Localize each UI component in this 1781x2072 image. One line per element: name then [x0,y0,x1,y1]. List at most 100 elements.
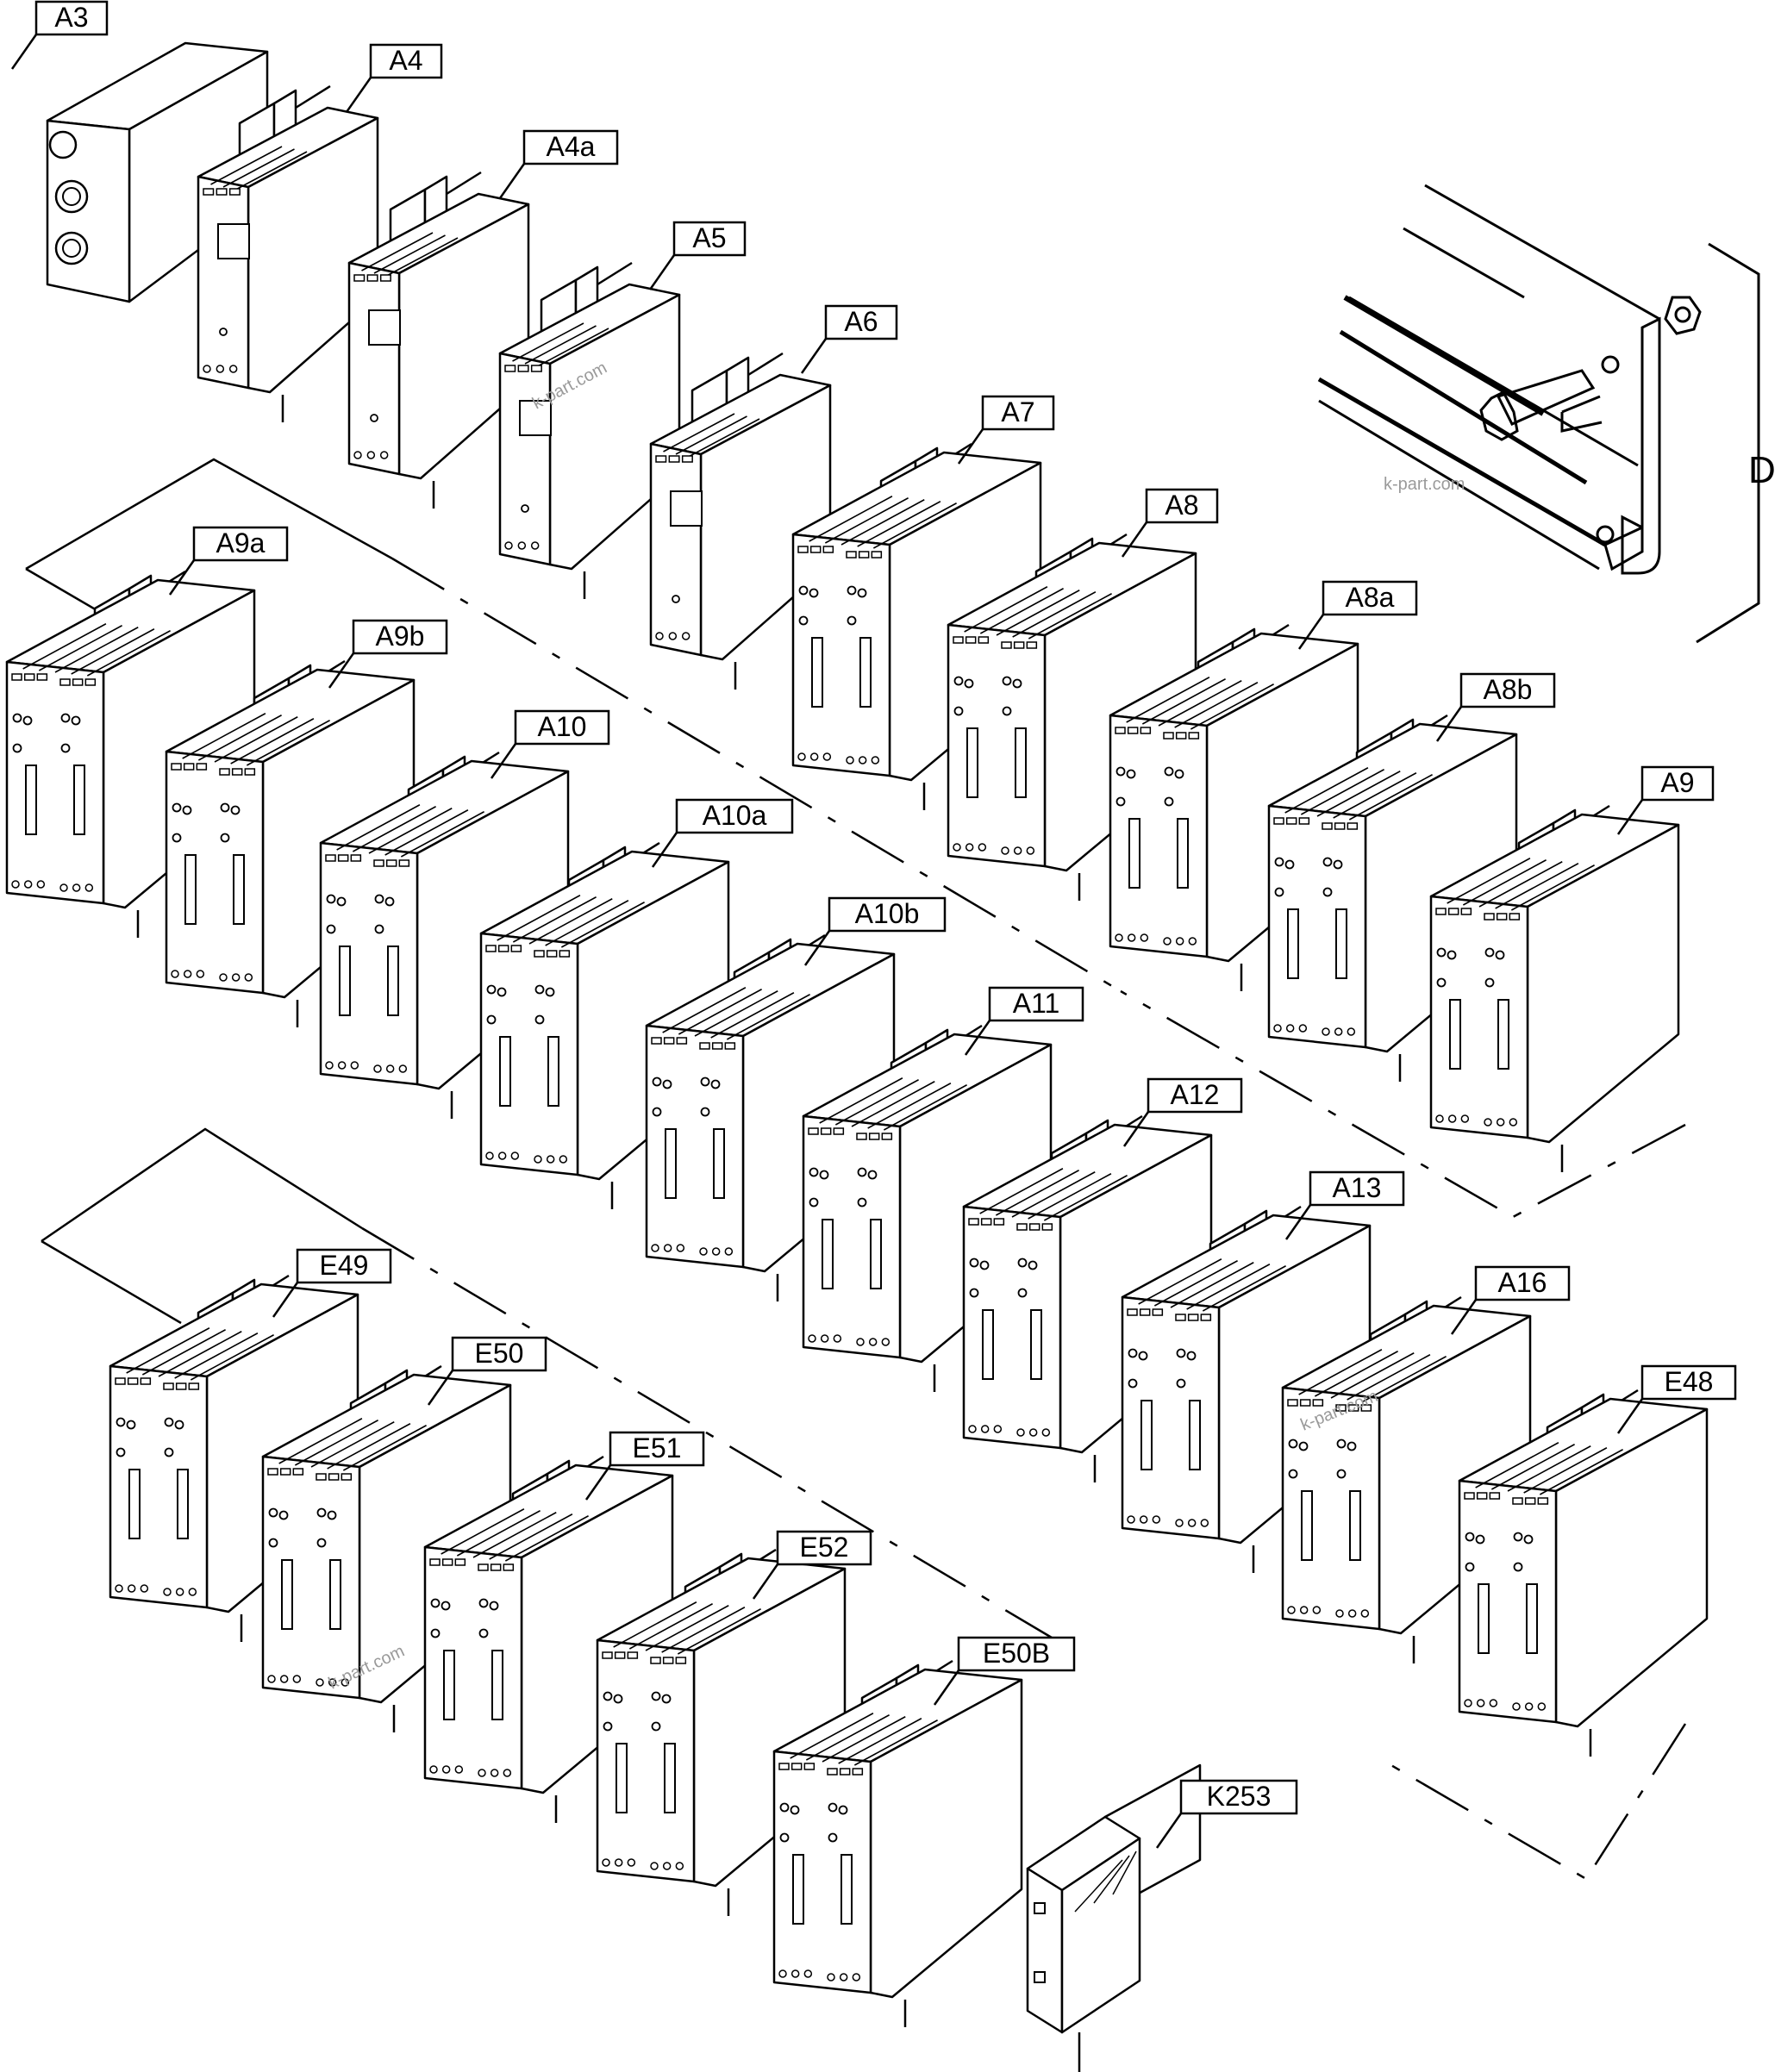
hex-nut-hole [1674,306,1691,323]
module-a4a: A4a [347,129,619,509]
part-label-text: A9b [376,621,425,652]
bracket-tab [1560,395,1603,433]
rail-line [1339,329,1588,485]
part-label-text: A10a [703,800,767,831]
part-label: E48 [1616,1364,1737,1434]
leader-line [427,1370,454,1406]
leader-line [345,77,372,113]
leader-line [933,1669,960,1706]
rail-detail-label: D [1748,449,1776,491]
leader-line [957,428,984,465]
part-label-text: A11 [1013,988,1060,1019]
leader-line [800,338,828,374]
part-label-text: A6 [844,306,878,337]
leader-line [584,1464,612,1501]
module-k253: K253 [1026,1763,1298,2072]
bracket-plate [1621,316,1661,575]
part-label-text: E49 [320,1250,369,1281]
part-label: A8 [1121,488,1219,558]
hex-bolt [1496,369,1596,426]
part-label: A10 [490,709,610,779]
leader-line [1297,614,1325,650]
part-label: A9 [1616,765,1715,835]
part-label: E50B [933,1636,1076,1706]
part-label: K253 [1155,1779,1298,1849]
part-label-text: A16 [1498,1267,1547,1298]
leader-line [964,1020,991,1056]
part-label-text: A8a [1346,582,1395,613]
leader-line [803,930,831,966]
part-label-text: A13 [1333,1172,1382,1203]
part-label: A16 [1450,1265,1571,1335]
leader-line [1616,1398,1644,1434]
part-label: A9a [168,526,289,596]
leader-line [498,163,526,199]
part-label: A11 [964,986,1084,1056]
part-label: A9b [328,619,448,689]
part-label-text: E52 [800,1532,849,1563]
part-label: A6 [800,304,898,374]
module-e48: E48 [1458,1364,1737,1757]
module-a4: A4 [197,43,443,422]
part-label-text: A10 [538,711,587,742]
leader-line [752,1563,779,1600]
part-label-text: A7 [1001,396,1034,428]
hex-nut [1664,296,1702,335]
leader-line [1284,1204,1312,1240]
leader-line [10,34,38,70]
part-label-text: E50 [475,1338,524,1369]
leader-line [1435,706,1463,742]
part-label: E51 [584,1431,705,1501]
rail-line [1343,295,1545,416]
part-label-text: A3 [54,2,88,33]
part-label-text: A12 [1171,1079,1220,1110]
part-label-text: A9 [1660,767,1694,798]
module-a5: A5 [498,221,747,599]
part-label: A4 [345,43,443,113]
leader-line [1616,799,1644,835]
part-label: E50 [427,1336,547,1406]
leader-line [1121,521,1148,558]
part-label-text: E51 [633,1432,682,1464]
part-label: A12 [1122,1077,1243,1147]
bracket-flange [1603,525,1644,571]
module-e50b: E50B [772,1636,1076,2027]
part-label: E52 [752,1530,872,1600]
part-label-text: A4 [389,45,422,76]
module-a10b: A10b [645,896,947,1301]
leader-line [651,832,678,868]
part-label: A8b [1435,672,1556,742]
part-label-text: A8b [1484,674,1533,705]
leader-line [1450,1299,1478,1335]
bolt-head [1479,390,1519,441]
rail-line [1403,227,1525,299]
leader-line [648,254,676,290]
part-label: A10b [803,896,947,966]
rail-mount-detail [1317,184,1760,644]
part-label: A13 [1284,1170,1405,1240]
part-label-text: E48 [1665,1366,1714,1397]
dimension-bracket [1696,242,1760,644]
leader-line [490,743,517,779]
part-label-text: A10b [855,898,920,929]
part-label-text: A5 [692,222,726,253]
part-label: A4a [498,129,619,199]
rail-outlines [25,458,1687,1881]
part-label: E49 [272,1248,392,1318]
part-label: A7 [957,395,1055,465]
bolt-hole [1596,525,1615,544]
module-a9: A9 [1429,765,1715,1172]
leader-line [328,652,355,689]
part-label: A5 [648,221,747,290]
leader-line [1122,1111,1150,1147]
leader-line [168,559,196,596]
rail-line [1424,184,1660,321]
part-label: A10a [651,798,794,868]
part-label-text: A8 [1165,490,1198,521]
leader-line [1155,1813,1183,1849]
part-label-text: A9a [216,527,266,559]
